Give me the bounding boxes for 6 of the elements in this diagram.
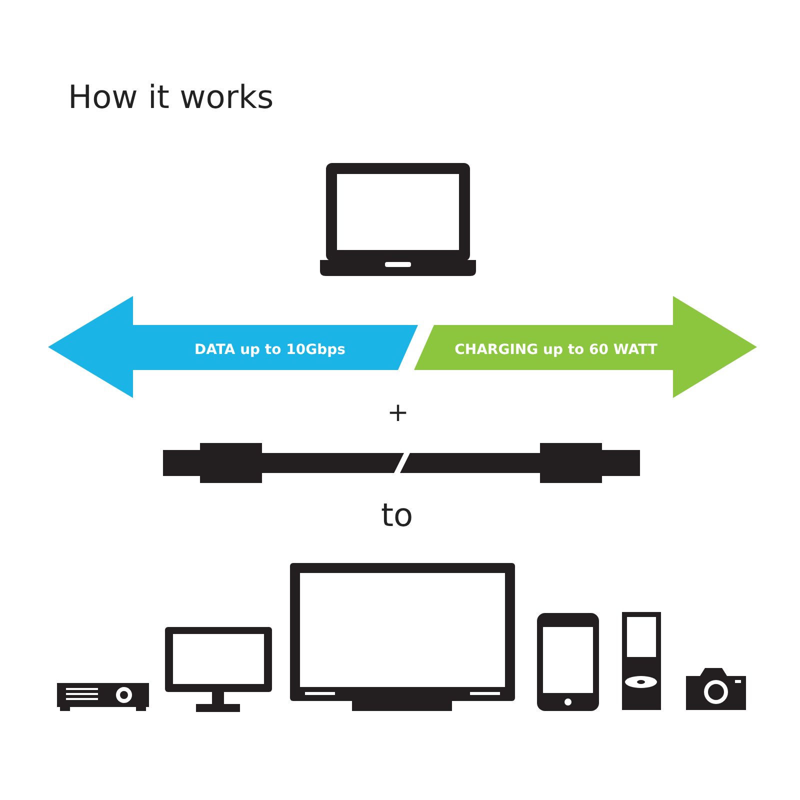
connector-word: to [380,496,414,534]
arrow-label: DATA up to 10Gbps [194,342,346,358]
title: How it works [68,78,274,116]
arrow-label: CHARGING up to 60 WATT [454,342,658,358]
data-arrow [48,296,418,398]
plus-sign: + [387,398,409,428]
